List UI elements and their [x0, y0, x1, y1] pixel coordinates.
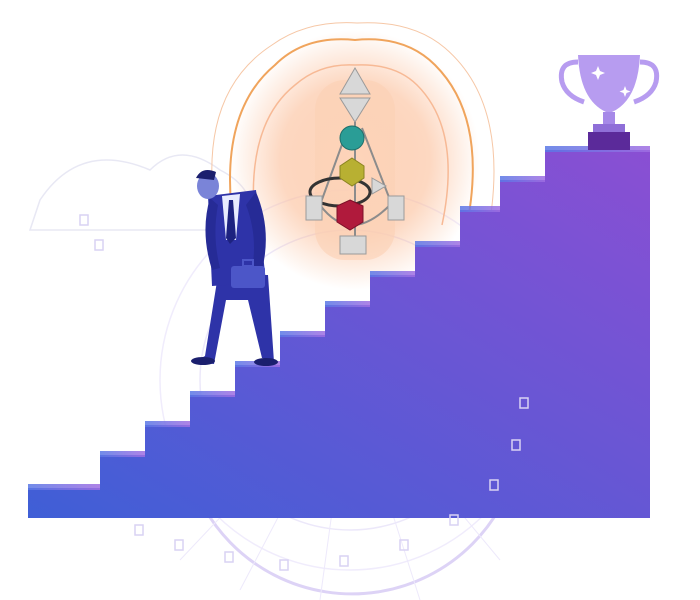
bodygraph-icon [305, 66, 405, 260]
glyph-decorations [79, 214, 529, 571]
trophy-icon [558, 55, 660, 150]
businessman-figure [191, 170, 278, 366]
briefcase-icon [231, 259, 265, 288]
